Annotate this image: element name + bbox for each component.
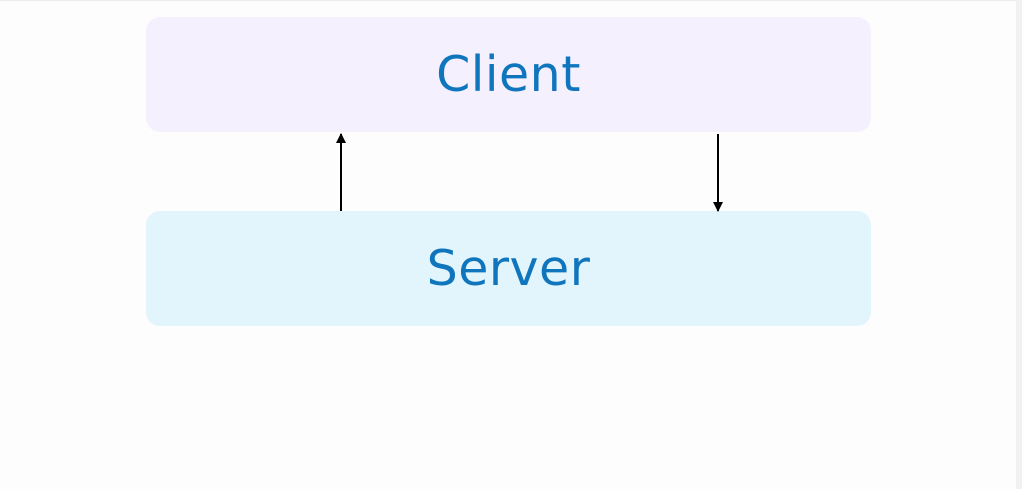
top-border: [0, 0, 1022, 1]
client-box: Client: [146, 17, 871, 132]
right-edge-strip: [1016, 0, 1022, 489]
client-label: Client: [436, 46, 581, 103]
server-box: Server: [146, 211, 871, 326]
server-label: Server: [426, 240, 591, 297]
